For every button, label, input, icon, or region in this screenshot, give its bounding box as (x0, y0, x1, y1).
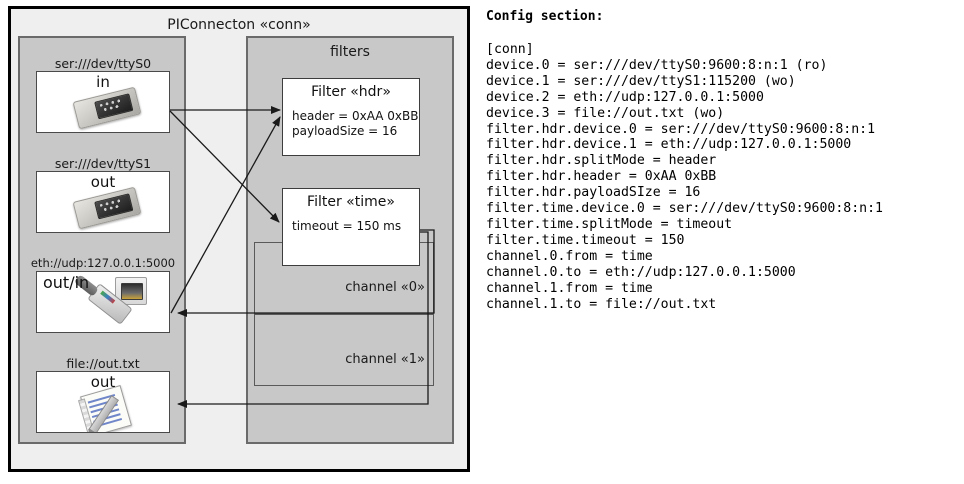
filter-properties: timeout = 150 ms (292, 219, 419, 234)
config-line: filter.time.splitMode = timeout (486, 216, 733, 232)
filter-property: header = 0xAA 0xBB (292, 109, 419, 123)
device-direction: out/in (43, 273, 90, 292)
channel-box-1: channel «1» (254, 314, 434, 386)
config-heading: Config section: (486, 9, 604, 24)
device-box[interactable]: out (36, 171, 170, 233)
config-line: filter.hdr.splitMode = header (486, 153, 717, 169)
channel-label: channel «1» (345, 352, 425, 367)
filter-title: Filter «hdr» (311, 84, 391, 100)
config-line: filter.hdr.device.1 = eth://udp:127.0.0.… (486, 137, 852, 153)
config-line: device.1 = ser:///dev/ttyS1:115200 (wo) (486, 73, 796, 89)
device-box[interactable]: out (36, 371, 170, 433)
channel-label: channel «0» (345, 280, 425, 295)
device-box[interactable]: out/in (36, 271, 170, 333)
device-box[interactable]: in (36, 71, 170, 133)
config-line: filter.hdr.payloadSIze = 16 (486, 185, 701, 201)
device-label: file://out.txt (66, 356, 140, 371)
filter-property: timeout = 150 ms (292, 219, 402, 233)
diagram-title: PIConnecton «conn» (167, 17, 311, 33)
device-card-file[interactable]: file://out.txt out (36, 356, 170, 433)
config-line: channel.0.from = time (486, 248, 653, 264)
config-line: channel.0.to = eth://udp:127.0.0.1:5000 (486, 264, 796, 280)
device-card-ttys1[interactable]: ser:///dev/ttyS1 out (36, 156, 170, 233)
config-line: filter.time.timeout = 150 (486, 232, 685, 248)
device-direction: out (90, 373, 116, 391)
config-line: filter.time.device.0 = ser:///dev/ttyS0:… (486, 201, 883, 217)
ethernet-jack-icon (37, 272, 169, 332)
config-line: device.0 = ser:///dev/ttyS0:9600:8:n:1 (… (486, 57, 828, 73)
device-card-eth[interactable]: eth://udp:127.0.0.1:5000 out/in (31, 256, 175, 333)
device-card-ttys0[interactable]: ser:///dev/ttyS0 in (36, 56, 170, 133)
filter-card-time[interactable]: Filter «time» timeout = 150 ms (282, 188, 420, 266)
filters-group-title: filters (330, 44, 370, 60)
filter-title: Filter «time» (307, 194, 395, 210)
device-direction: in (96, 73, 110, 91)
config-line: [conn] (486, 42, 534, 57)
config-line: device.2 = eth://udp:127.0.0.1:5000 (486, 89, 764, 105)
filter-property: payloadSize = 16 (292, 124, 398, 138)
filter-properties: header = 0xAA 0xBB payloadSize = 16 (292, 109, 419, 139)
filter-card-hdr[interactable]: Filter «hdr» header = 0xAA 0xBB payloadS… (282, 78, 420, 156)
config-line: channel.1.from = time (486, 280, 653, 296)
config-line: device.3 = file://out.txt (wo) (486, 105, 725, 121)
device-direction: out (90, 173, 116, 191)
config-text: [conn]device.0 = ser:///dev/ttyS0:9600:8… (486, 42, 883, 312)
config-line: channel.1.to = file://out.txt (486, 296, 717, 312)
device-label: ser:///dev/ttyS0 (54, 56, 152, 71)
device-label: ser:///dev/ttyS1 (54, 156, 152, 171)
config-line: filter.hdr.header = 0xAA 0xBB (486, 169, 717, 185)
device-label: eth://udp:127.0.0.1:5000 (30, 256, 176, 270)
config-line: filter.hdr.device.0 = ser:///dev/ttyS0:9… (486, 121, 876, 137)
config-panel: Config section: [conn]device.0 = ser:///… (482, 0, 964, 484)
